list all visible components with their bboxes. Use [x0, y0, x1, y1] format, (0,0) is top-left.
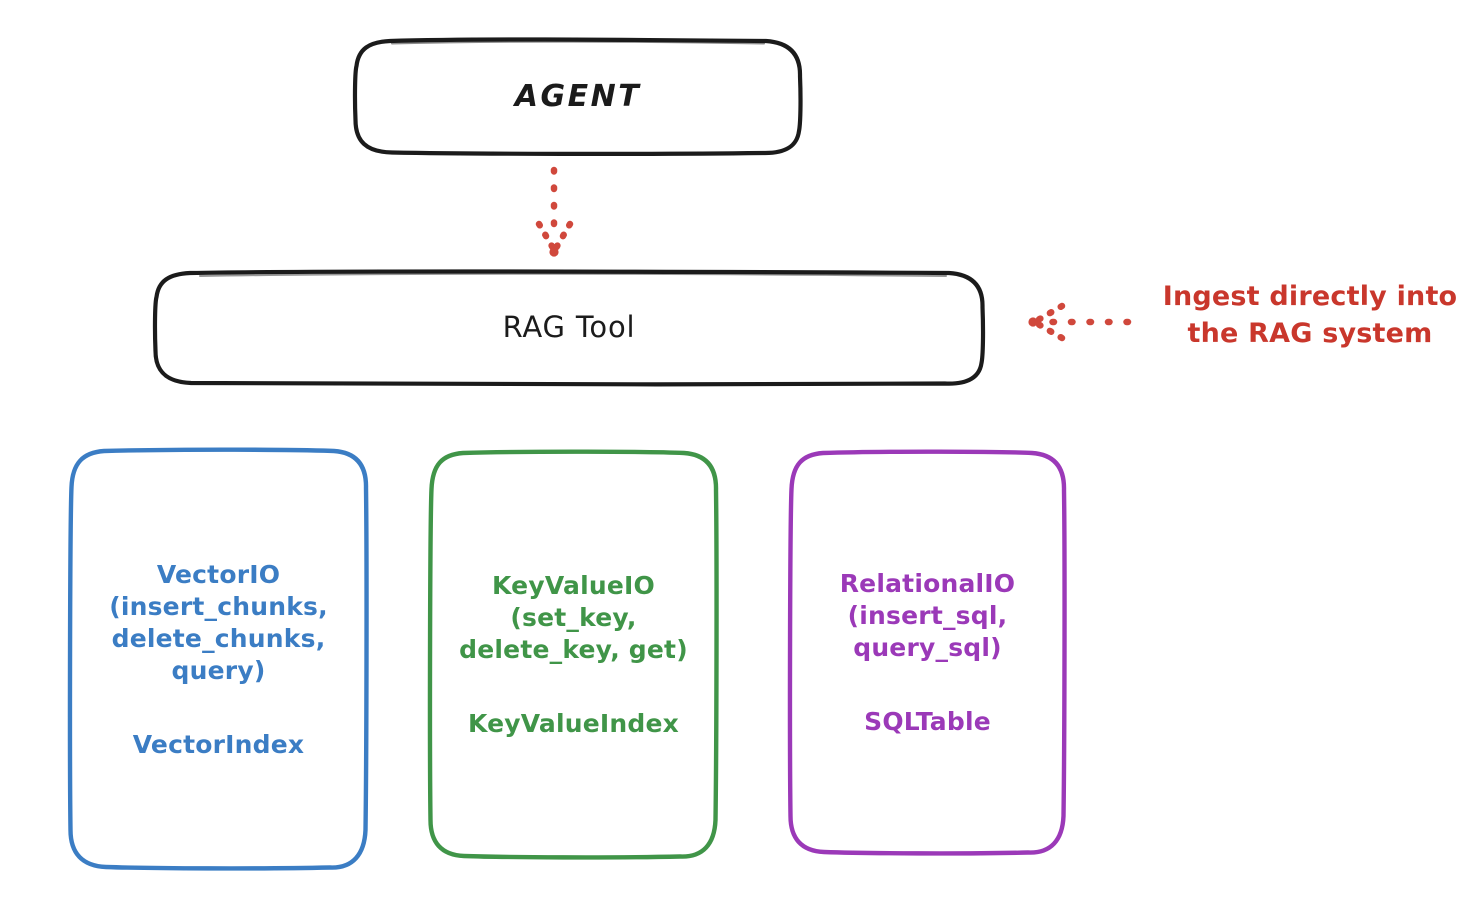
ingest-annotation-text: Ingest directly into the RAG system [1162, 281, 1458, 350]
vector-io-box-label: VectorIO (insert_chunks, delete_chunks, … [70, 450, 367, 869]
key-value-io-box-label: KeyValueIO (set_key, delete_key, get) Ke… [430, 452, 717, 857]
vector-index-label: VectorIndex [132, 729, 305, 759]
sql-table-label: SQLTable [864, 706, 991, 736]
relational-io-box-label: RelationalIO (insert_sql, query_sql) SQL… [790, 452, 1065, 853]
key-value-index-label: KeyValueIndex [467, 708, 680, 738]
rag-tool-box-label: RAG Tool [502, 309, 636, 344]
key-value-io-api-label: KeyValueIO (set_key, delete_key, get) [459, 570, 688, 664]
agent-box-label: AGENT [514, 78, 642, 114]
relational-io-api-label: RelationalIO (insert_sql, query_sql) [839, 568, 1016, 662]
agent-to-rag-tool-connector [535, 166, 574, 257]
ingest-to-rag-tool-connector [1028, 302, 1132, 342]
vector-io-api-label: VectorIO (insert_chunks, delete_chunks, … [109, 559, 328, 685]
